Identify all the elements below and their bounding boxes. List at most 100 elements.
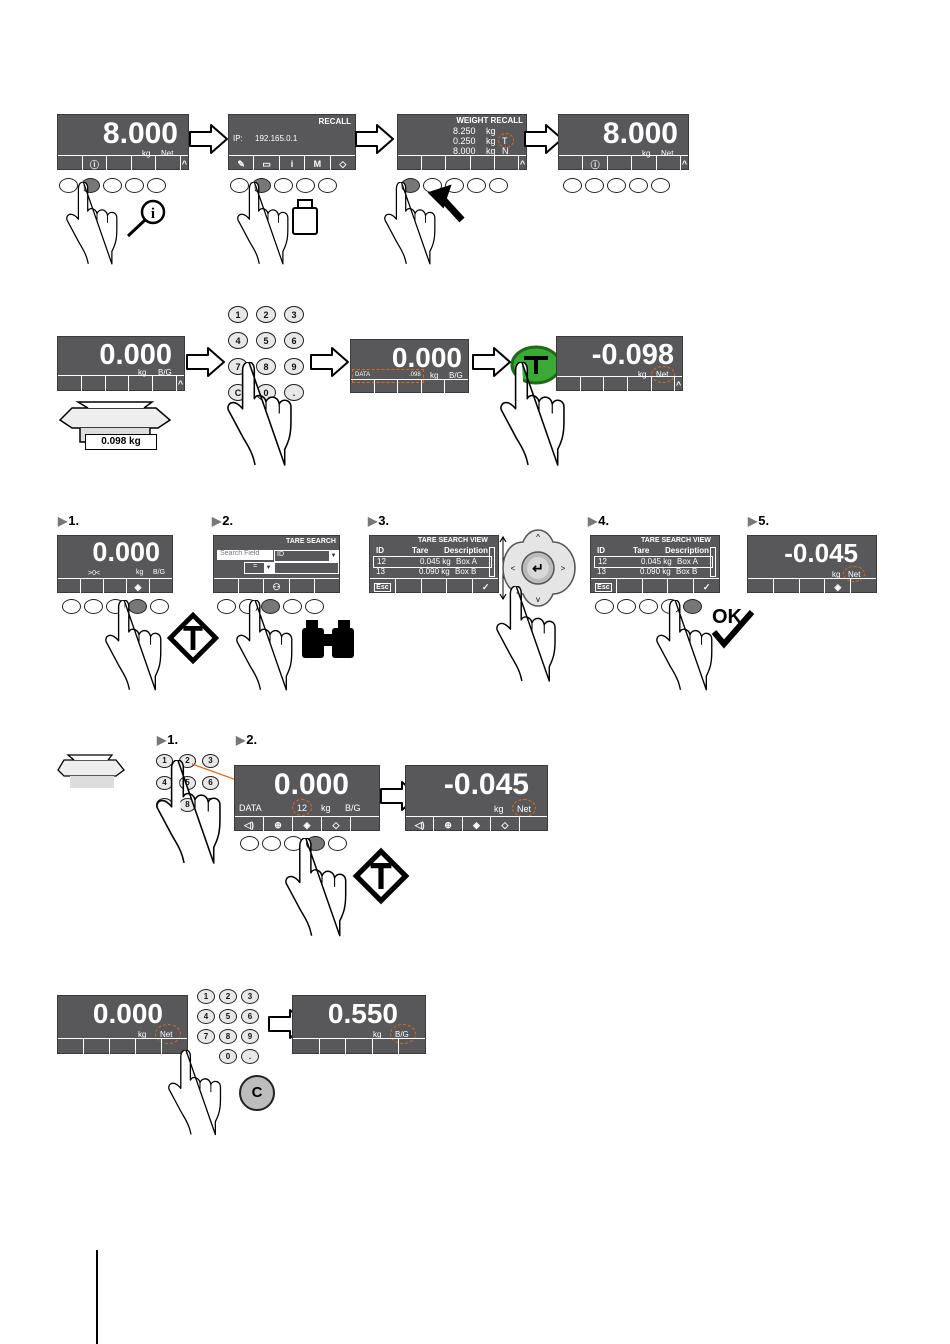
key-1[interactable]: 1 [197, 989, 215, 1004]
softkey-button-1[interactable] [240, 836, 259, 851]
scroll-up-icon[interactable]: ^ [681, 159, 688, 169]
softkey-button-2[interactable] [84, 599, 103, 614]
target-icon[interactable]: ⊕ [434, 817, 463, 833]
scrollbar[interactable] [710, 547, 716, 577]
key-3[interactable]: 3 [284, 306, 304, 323]
search-field-select[interactable]: ID ▼ [274, 550, 339, 562]
recall-unit: kg [486, 146, 496, 156]
softkey-button-4[interactable] [467, 178, 486, 193]
info-icon: ⓘ [590, 159, 600, 170]
speaker-icon[interactable]: ◁) [235, 817, 264, 833]
memory-softkey[interactable]: M [305, 156, 331, 172]
softkey-button-3[interactable] [261, 599, 280, 614]
key-4[interactable]: 4 [197, 1009, 215, 1024]
key-dot[interactable]: . [284, 384, 304, 401]
tare-icon[interactable]: ◇ [491, 817, 520, 833]
tare-search-icon[interactable]: ◈ [463, 817, 492, 833]
key-dot[interactable]: . [241, 1049, 259, 1064]
operator-select[interactable]: = ▼ [244, 562, 274, 574]
key-5[interactable]: 5 [256, 332, 276, 349]
softkey-button-4[interactable] [629, 178, 648, 193]
softkey-button-2[interactable] [585, 178, 604, 193]
scrollbar[interactable] [489, 547, 495, 577]
info-recall-softkey[interactable]: ⓘ [83, 156, 108, 172]
clear-key[interactable]: C [239, 1075, 275, 1111]
tare-key-icon[interactable] [510, 344, 562, 386]
unit-label: kg [638, 370, 647, 379]
softkey-button-3[interactable] [607, 178, 626, 193]
softkey-button-3[interactable] [639, 599, 658, 614]
table-row[interactable]: 13 0.090 kg Box B [373, 567, 490, 577]
tare-search-softkey[interactable]: ◈ [127, 579, 150, 595]
key-6[interactable]: 6 [284, 332, 304, 349]
key-7[interactable]: 7 [197, 1029, 215, 1044]
table-row[interactable]: 13 0.090 kg Box B [594, 567, 711, 577]
ok-checkmark-icon[interactable]: ✓ [481, 581, 490, 592]
key-3[interactable]: 3 [202, 754, 219, 768]
key-9[interactable]: 9 [284, 358, 304, 375]
table-row-selected[interactable]: 12 0.045 kg Box A [373, 556, 492, 568]
key-1[interactable]: 1 [228, 306, 248, 323]
key-6[interactable]: 6 [202, 776, 219, 790]
key-2[interactable]: 2 [219, 989, 237, 1004]
column-header: Tare [633, 546, 650, 555]
softkey-button-4[interactable] [296, 178, 315, 193]
scroll-up-icon[interactable]: ^ [177, 379, 184, 389]
softkey-button-1[interactable] [62, 599, 81, 614]
table-row-selected[interactable]: 12 0.045 kg Box A [594, 556, 713, 568]
info-icon[interactable]: i [280, 156, 306, 172]
scroll-up-icon[interactable]: ^ [675, 380, 682, 390]
softkey-button-5[interactable] [150, 599, 169, 614]
softkey-button-1[interactable] [230, 178, 249, 193]
tare-icon[interactable]: ◇ [339, 158, 347, 169]
scroll-up-icon[interactable]: ^ [519, 159, 526, 169]
softkey-button-5[interactable] [683, 599, 702, 614]
softkey-button-2[interactable] [262, 836, 281, 851]
softkey-button-3[interactable] [103, 178, 122, 193]
info-recall-softkey[interactable]: ⓘ [583, 156, 608, 172]
scroll-up-icon[interactable]: ^ [181, 159, 188, 169]
softkey-bar [58, 1038, 187, 1055]
key-8[interactable]: 8 [219, 1029, 237, 1044]
softkey [471, 156, 495, 172]
key-6[interactable]: 6 [241, 1009, 259, 1024]
key-4[interactable]: 4 [228, 332, 248, 349]
softkey-button-4[interactable] [283, 599, 302, 614]
key-8[interactable]: 8 [256, 358, 276, 375]
softkey-button-1[interactable] [595, 599, 614, 614]
softkey-button-4[interactable] [125, 178, 144, 193]
target-icon[interactable]: ⊕ [264, 817, 293, 833]
escape-softkey[interactable]: Esc [370, 579, 396, 595]
softkey-button-5[interactable] [651, 178, 670, 193]
softkey-button-2[interactable] [617, 599, 636, 614]
speaker-icon[interactable]: ◁) [406, 817, 435, 833]
softkey-button-5[interactable] [318, 178, 337, 193]
softkey-button-5[interactable] [305, 599, 324, 614]
key-3[interactable]: 3 [241, 989, 259, 1004]
mode-label: B/G [345, 803, 361, 813]
softkey-bar: ⓘ ^ [58, 155, 188, 172]
key-1[interactable]: 1 [156, 754, 173, 768]
key-2[interactable]: 2 [256, 306, 276, 323]
step-number: 4. [598, 513, 610, 528]
pencil-icon[interactable]: ✎ [229, 156, 255, 172]
binoculars-icon[interactable]: ⚇ [264, 579, 290, 595]
tare-icon[interactable]: ◇ [322, 817, 351, 833]
softkey-button-5[interactable] [328, 836, 347, 851]
softkey-button-5[interactable] [489, 178, 508, 193]
key-5[interactable]: 5 [219, 1009, 237, 1024]
key-9[interactable]: 9 [241, 1029, 259, 1044]
ok-checkmark-icon[interactable]: ✓ [702, 581, 711, 592]
weight-icon[interactable]: ▭ [254, 156, 280, 172]
tare-icon[interactable]: ◈ [825, 579, 852, 595]
softkey-button-1[interactable] [59, 178, 78, 193]
escape-softkey[interactable]: Esc [591, 579, 617, 595]
softkey-button-3[interactable] [274, 178, 293, 193]
tare-search-icon[interactable]: ◈ [293, 817, 322, 833]
softkey-button-5[interactable] [147, 178, 166, 193]
softkey-button-1[interactable] [217, 599, 236, 614]
softkey-button-1[interactable] [563, 178, 582, 193]
key-0[interactable]: 0 [219, 1049, 237, 1064]
navigation-pad-icon[interactable]: ↵ ^ < > v [499, 528, 577, 608]
search-value-input[interactable] [274, 562, 339, 574]
